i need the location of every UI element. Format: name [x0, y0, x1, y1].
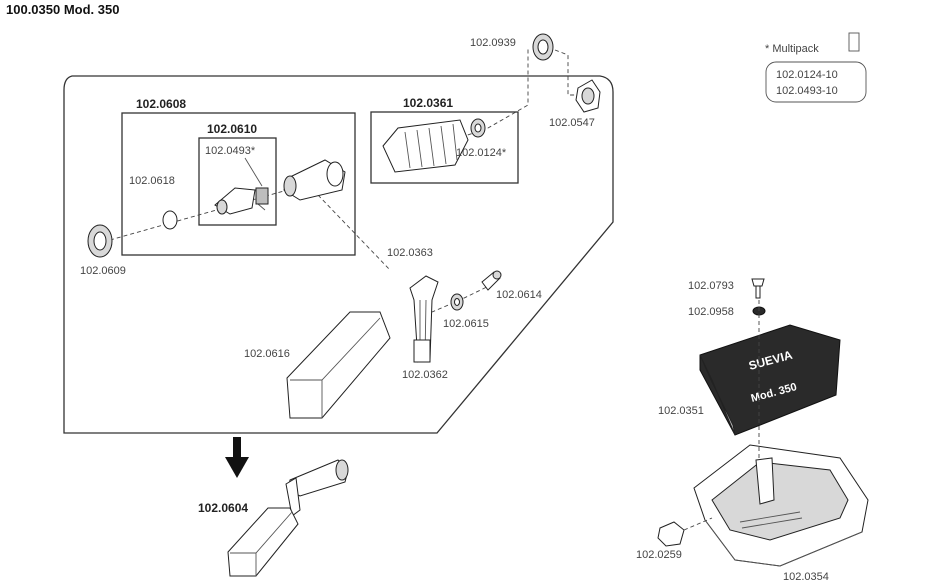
- part-label-0939: 102.0939: [470, 37, 516, 49]
- part-label-0614: 102.0614: [496, 289, 542, 301]
- threaded-body-0361-icon: [382, 118, 486, 173]
- assembly-frame: [63, 75, 614, 434]
- part-label-0609: 102.0609: [80, 265, 126, 277]
- diagram-title: 100.0350 Mod. 350: [6, 2, 119, 17]
- multipack-item: 102.0493-10: [776, 85, 838, 97]
- group-box-0610: [198, 137, 277, 226]
- axis-line-lever: [317, 194, 391, 271]
- part-label-0259: 102.0259: [636, 549, 682, 561]
- screw-0614-icon: [481, 270, 502, 291]
- plug-0259-icon: [657, 517, 713, 547]
- paddle-0616-icon: [286, 311, 391, 419]
- arrow-down-icon: [225, 437, 249, 478]
- multipack-legend: * Multipack 102.0124-10 102.0493-10: [765, 32, 867, 103]
- washer-0618-icon: [162, 210, 178, 230]
- part-label-0362: 102.0362: [402, 369, 448, 381]
- multipack-heading: * Multipack: [765, 43, 819, 55]
- cover-0351-icon: SUEVIA Mod. 350: [699, 324, 841, 436]
- part-label-0493: 102.0493*: [205, 145, 256, 157]
- nut-0615-icon: [450, 293, 464, 311]
- assembly-0604-icon: [227, 459, 349, 577]
- part-label-0604: 102.0604: [198, 501, 248, 515]
- group-label-0361: 102.0361: [403, 96, 453, 110]
- part-label-0618: 102.0618: [129, 175, 175, 187]
- group-label-0608: 102.0608: [136, 97, 186, 111]
- axis-line-right: [554, 49, 580, 96]
- part-label-0616: 102.0616: [244, 348, 290, 360]
- multipack-box-icon: [848, 32, 860, 52]
- lever-arm-0362-icon: [409, 275, 439, 363]
- ring-0939-icon: [532, 33, 554, 61]
- group-label-0610: 102.0610: [207, 122, 257, 136]
- part-label-0124: 102.0124*: [456, 147, 507, 159]
- part-label-0363: 102.0363: [387, 247, 433, 259]
- part-label-0547: 102.0547: [549, 117, 595, 129]
- valve-insert-0610-icon: [214, 187, 269, 215]
- screw-0793-icon: [751, 278, 765, 299]
- part-label-0354: 102.0354: [783, 571, 829, 583]
- part-label-0793: 102.0793: [688, 280, 734, 292]
- sleeve-0608-icon: [283, 159, 346, 201]
- bowl-0354-icon: [693, 444, 869, 567]
- part-label-0351: 102.0351: [658, 405, 704, 417]
- part-label-0615: 102.0615: [443, 318, 489, 330]
- cap-0547-icon: [575, 79, 601, 113]
- part-label-0958: 102.0958: [688, 306, 734, 318]
- end-cap-0609-icon: [87, 224, 113, 258]
- leader-0493: [244, 157, 263, 187]
- multipack-items-frame: [765, 61, 867, 103]
- group-box-0608: [121, 112, 356, 256]
- group-box-0361: [370, 111, 519, 184]
- multipack-item: 102.0124-10: [776, 69, 838, 81]
